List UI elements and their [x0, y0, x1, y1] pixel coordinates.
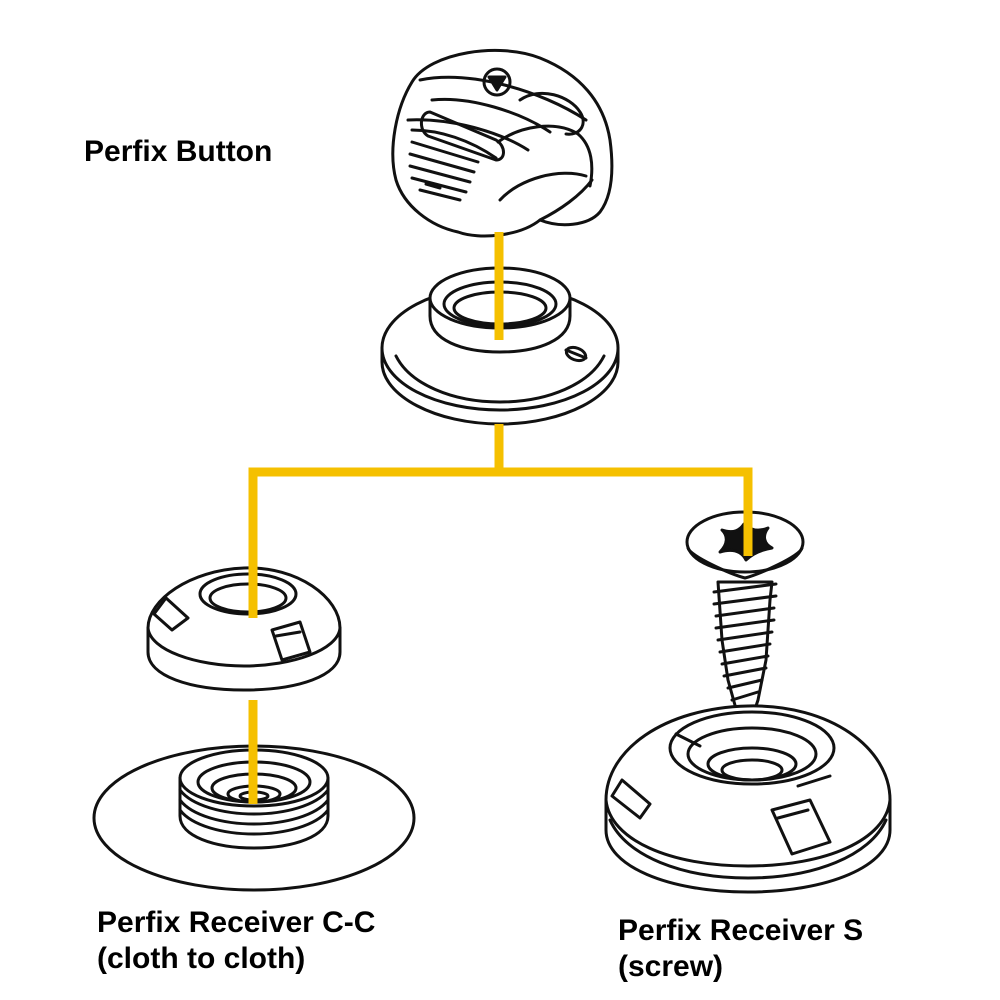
label-perfix-button: Perfix Button: [84, 134, 272, 170]
label-receiver-cc-line2: (cloth to cloth): [97, 942, 306, 975]
label-receiver-s: Perfix Receiver S (screw): [618, 913, 863, 985]
label-receiver-s-line2: (screw): [618, 950, 724, 983]
connector-to-screw: [499, 467, 753, 556]
label-receiver-cc: Perfix Receiver C-C (cloth to cloth): [97, 905, 375, 977]
label-perfix-button-text: Perfix Button: [84, 135, 273, 168]
receiver-s-body: [604, 704, 892, 894]
receiver-cc-cap: [146, 566, 342, 692]
connector-lines: [248, 232, 753, 804]
label-receiver-cc-line1: Perfix Receiver C-C: [97, 906, 376, 939]
label-receiver-s-line1: Perfix Receiver S: [618, 914, 864, 947]
perfix-button-knob: [391, 48, 614, 238]
connector-base-to-receivers: [248, 424, 504, 618]
